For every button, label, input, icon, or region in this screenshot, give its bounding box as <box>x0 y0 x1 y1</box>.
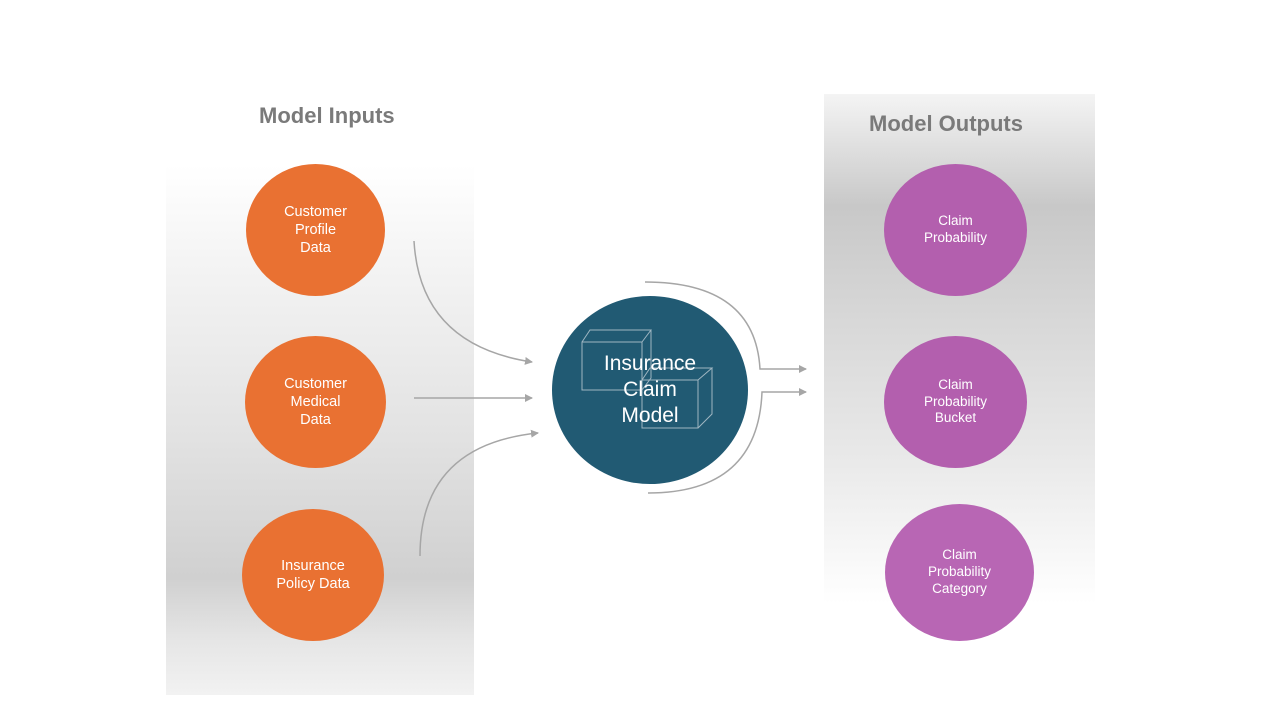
output-node-label: Claim Probability Category <box>927 547 992 596</box>
input-node-label: Customer Profile Data <box>284 203 347 257</box>
output-node-label: Claim Probability Bucket <box>923 376 988 426</box>
model-node: Insurance Claim Model <box>552 296 748 484</box>
model-node-label: Insurance Claim Model <box>603 351 697 428</box>
input-node-label: Insurance Policy Data <box>276 557 350 592</box>
input-node-label: Customer Medical Data <box>284 375 347 429</box>
outputs-title: Model Outputs <box>869 111 1023 136</box>
input-node-insurance-policy: Insurance Policy Data <box>242 509 384 641</box>
output-node-label: Claim Probability <box>923 213 988 245</box>
output-node-claim-probability-bucket: Claim Probability Bucket <box>884 336 1027 468</box>
input-node-customer-profile: Customer Profile Data <box>246 164 385 296</box>
output-node-claim-probability-category: Claim Probability Category <box>885 504 1034 641</box>
output-node-claim-probability: Claim Probability <box>884 164 1027 296</box>
input-node-customer-medical: Customer Medical Data <box>245 336 386 468</box>
cube-icon <box>581 329 714 429</box>
inputs-title: Model Inputs <box>259 103 395 128</box>
